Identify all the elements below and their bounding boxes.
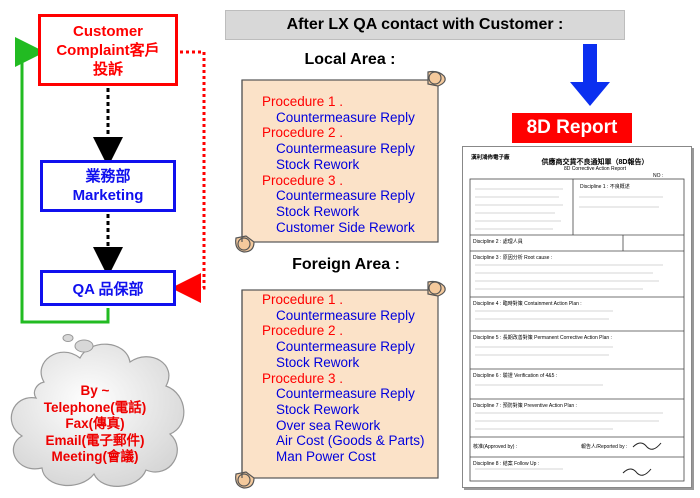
foreign-item: Stock Rework [276,354,360,370]
doc-section-4: Discipline 4 : 臨時對策 Containment Action P… [473,301,582,307]
marketing-box: 業務部 Marketing [40,160,176,212]
arrow-customer-to-qa [171,50,206,303]
foreign-item: Procedure 1 . [262,292,344,307]
foreign-item: Man Power Cost [276,449,376,465]
doc-title-cn: 供應商交貨不良通知單（8D報告） [541,159,649,166]
local-item: Procedure 1 . [262,94,344,109]
local-item: Procedure 3 . [262,172,344,188]
customer-line2: Complaint客戶 [56,41,160,59]
8d-report-label: 8D Report [512,113,632,143]
doc-header-left: 漢利鴻佈電子廠 [471,155,510,161]
doc-section-1: Discipline 1 : 不良概述 [580,184,630,190]
doc-reported: 報告人/Reported by : [581,444,628,450]
arrow-qa-to-customer [15,37,110,324]
foreign-item: Countermeasure Reply [276,386,415,402]
customer-complaint-box: Customer Complaint客戶 投訴 [38,14,178,86]
foreign-procedures: Procedure 1 . Countermeasure Reply Proce… [262,292,425,465]
contact-line3: Fax(傳真) [65,416,125,431]
local-item: Stock Rework [276,156,360,172]
customer-line3: 投訴 [92,60,123,78]
local-item: Procedure 2 . [262,125,344,141]
doc-no: NO : [653,173,664,179]
contact-cloud [10,334,185,487]
doc-approved: 核准(Approved by) : [473,444,518,450]
header-title: After LX QA contact with Customer : [286,16,564,33]
doc-table-grid [469,178,685,482]
local-area-title: Local Area : [304,51,396,68]
local-procedures: Procedure 1 . Countermeasure Reply Proce… [262,94,415,235]
contact-methods: By ~ Telephone(電話) Fax(傳真) Email(電子郵件) M… [20,383,170,466]
local-scroll [235,70,446,253]
foreign-item: Air Cost (Goods & Parts) [276,433,425,449]
doc-section-8: Discipline 8 : 結案 Follow Up : [473,461,540,467]
foreign-item: Procedure 3 . [262,370,344,386]
doc-section-7: Discipline 7 : 預防對策 Preventive Action Pl… [473,403,577,409]
contact-line2: Telephone(電話) [43,399,147,415]
foreign-area-title: Foreign Area : [292,256,400,273]
doc-section-2: Discipline 2 : 處理人員 [473,239,523,245]
header-bar: After LX QA contact with Customer : [225,10,625,40]
qa-label: QA 品保部 [72,280,144,298]
doc-section-6: Discipline 6 : 驗證 Verification of 4&5 : [473,373,558,379]
arrow-to-8d-report [570,44,610,106]
contact-line5: Meeting(會議) [51,449,139,464]
8d-report-text: 8D Report [526,117,618,138]
local-item: Stock Rework [276,203,360,219]
local-item: Countermeasure Reply [276,141,415,157]
local-item: Customer Side Rework [276,219,415,235]
doc-section-5: Discipline 5 : 長期改善對策 Permanent Correcti… [473,335,612,341]
foreign-item: Countermeasure Reply [276,307,415,323]
marketing-line1: 業務部 [85,168,131,185]
contact-line1: By ~ [80,383,110,398]
local-item: Countermeasure Reply [276,188,415,204]
foreign-scroll [235,280,446,489]
marketing-line2: Marketing [72,187,144,204]
doc-section-3: Discipline 3 : 原因分析 Root cause : [473,255,553,261]
customer-line1: Customer [72,22,143,40]
doc-title-en: 8D Corrective Action Report [564,166,626,172]
foreign-item: Procedure 2 . [262,323,344,339]
8d-report-document: 漢利鴻佈電子廠 供應商交貨不良通知單（8D報告） 8D Corrective A… [462,146,692,488]
foreign-item: Countermeasure Reply [276,339,415,355]
contact-line4: Email(電子郵件) [45,432,145,448]
local-item: Countermeasure Reply [276,109,415,125]
foreign-item: Over sea Rework [276,417,381,433]
qa-box: QA 品保部 [40,270,176,306]
foreign-item: Stock Rework [276,401,360,417]
